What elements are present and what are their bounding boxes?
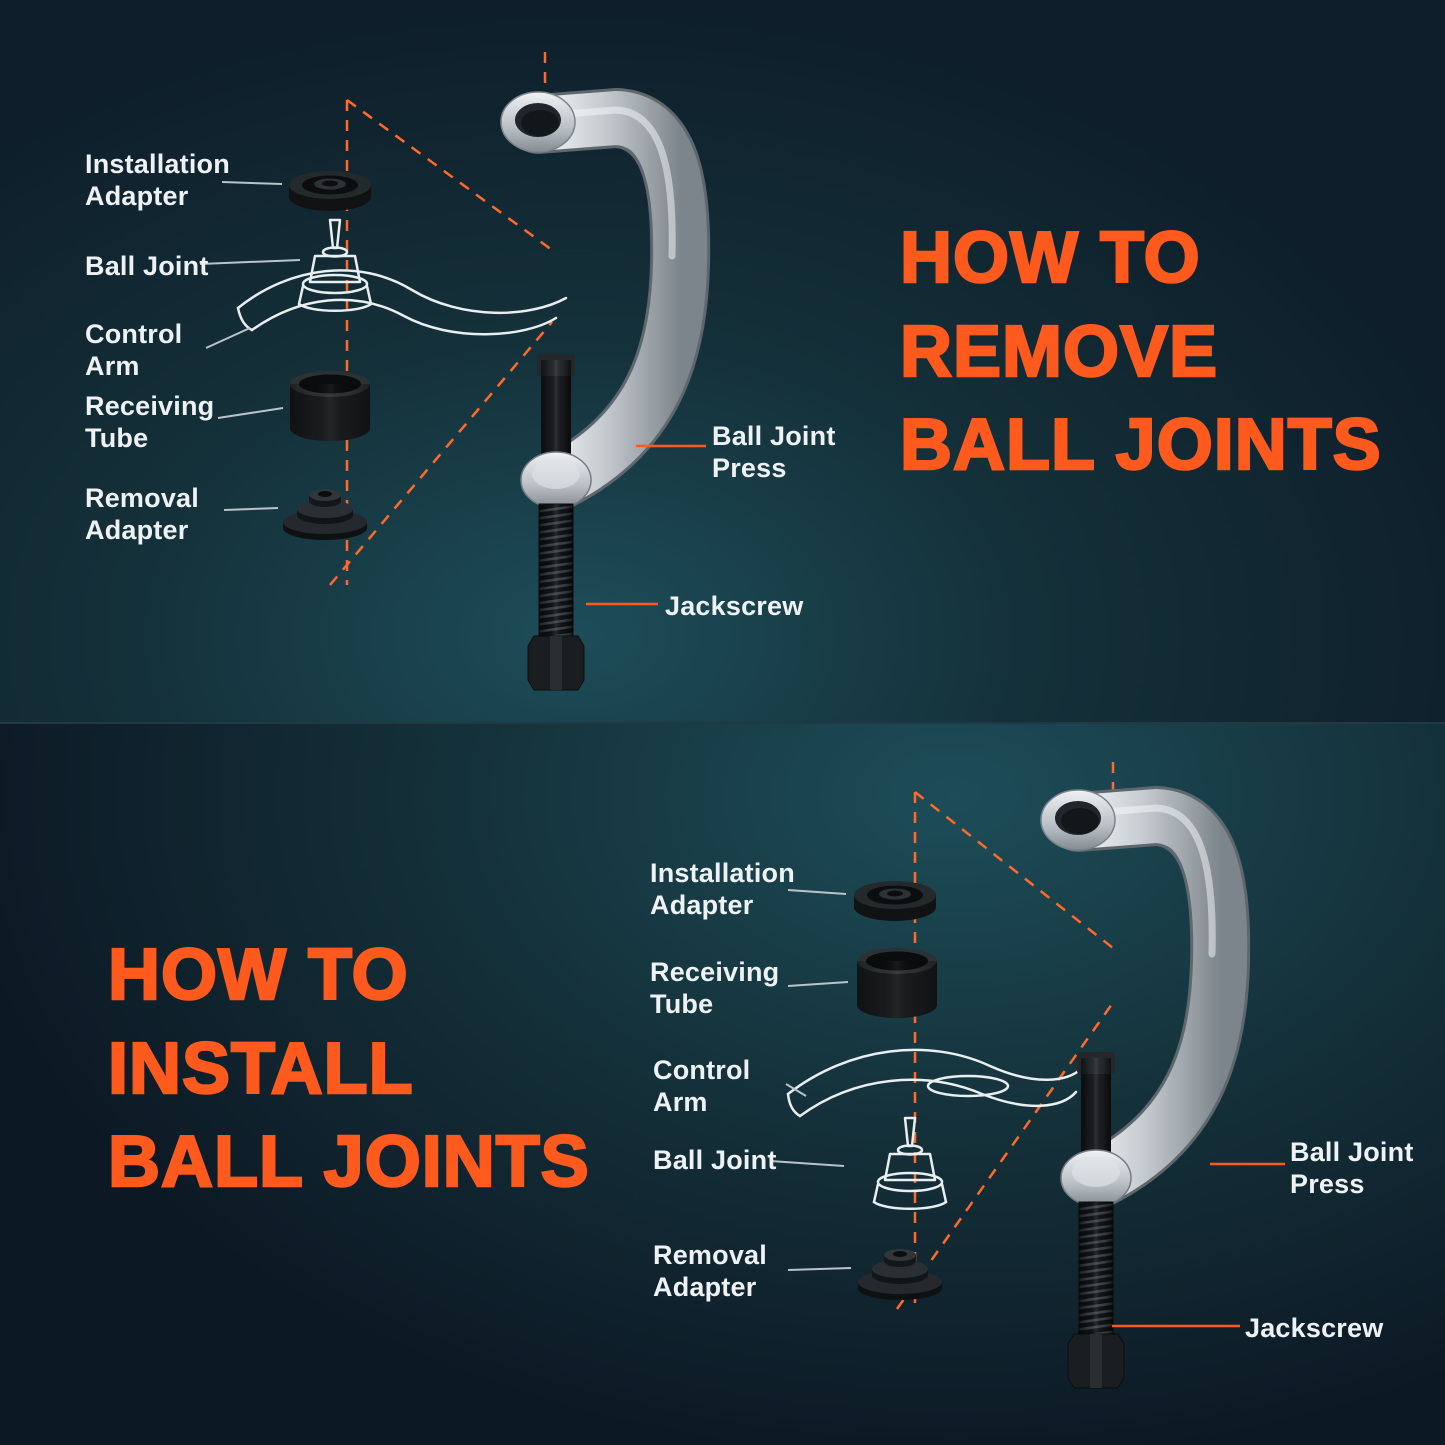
- label-ball-joint: Ball Joint: [85, 251, 209, 281]
- label-installation-adapter: Installation Adapter: [650, 858, 795, 921]
- label-ball-joint: Ball Joint: [653, 1145, 777, 1175]
- receiving-tube-illustration: [290, 371, 370, 441]
- control-arm-illustration: [786, 1048, 1084, 1118]
- label-control-arm: Control Arm: [85, 319, 183, 382]
- label-jackscrew: Jackscrew: [1245, 1313, 1384, 1343]
- alignment-dashed-guides: [895, 762, 1119, 1310]
- label-jackscrew: Jackscrew: [665, 591, 804, 621]
- label-removal-adapter: Removal Adapter: [85, 483, 199, 546]
- removal-adapter-illustration: [283, 489, 367, 540]
- install-panel-artwork: [769, 724, 1285, 1445]
- installation-adapter-illustration: [289, 171, 371, 211]
- label-installation-adapter: Installation Adapter: [85, 149, 230, 212]
- label-removal-adapter: Removal Adapter: [653, 1240, 767, 1303]
- ball-joint-illustration: [297, 218, 373, 313]
- remove-panel-artwork: [199, 52, 1445, 722]
- remove-panel: Installation Adapter Ball Joint Control …: [0, 0, 1445, 722]
- installation-adapter-illustration: [854, 881, 936, 921]
- label-ball-joint-press: Ball Joint Press: [1290, 1137, 1414, 1200]
- ball-joint-press-illustration: [1041, 790, 1220, 1388]
- ball-joint-press-illustration: [501, 92, 680, 690]
- remove-headline: HOW TO REMOVE BALL JOINTS: [899, 217, 1382, 487]
- label-receiving-tube: Receiving Tube: [650, 957, 780, 1020]
- receiving-tube-illustration: [857, 948, 937, 1018]
- label-leader-lines: [199, 181, 706, 606]
- ball-joint-illustration: [872, 1116, 948, 1211]
- label-ball-joint-press: Ball Joint Press: [712, 421, 836, 484]
- label-control-arm: Control Arm: [653, 1055, 751, 1118]
- removal-adapter-illustration: [858, 1249, 942, 1300]
- control-arm-illustration: [236, 269, 568, 336]
- label-leader-lines: [769, 889, 1285, 1328]
- install-panel: Installation Adapter Receiving Tube Cont…: [0, 722, 1445, 1445]
- label-receiving-tube: Receiving Tube: [85, 391, 215, 454]
- install-headline: HOW TO INSTALL BALL JOINTS: [107, 934, 590, 1204]
